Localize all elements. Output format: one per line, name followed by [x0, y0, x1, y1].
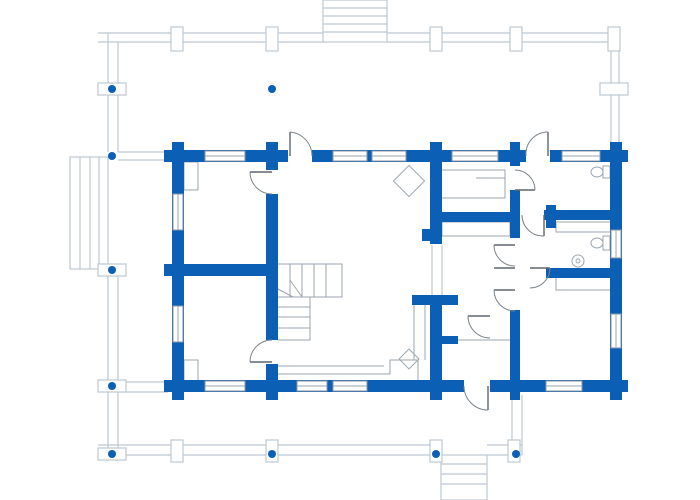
post-dot: [268, 85, 276, 93]
bottom-entrance-stairs: [440, 454, 488, 500]
top-entrance-stairs: [322, 0, 388, 43]
toilet-icon: [590, 237, 604, 249]
side-stairs: [69, 156, 109, 270]
post-dot: [108, 266, 116, 274]
sink-icon: [571, 254, 585, 268]
kitchen-sink-icon: [398, 348, 420, 370]
posts: [108, 85, 520, 458]
post-dot: [108, 85, 116, 93]
post-dot: [512, 450, 520, 458]
walls: [164, 142, 628, 400]
terrace: [69, 0, 629, 500]
post-dot: [108, 450, 116, 458]
post-dot: [432, 450, 440, 458]
post-dot: [108, 152, 116, 160]
post-dot: [268, 450, 276, 458]
post-dot: [108, 382, 116, 390]
toilet-icon: [590, 166, 604, 178]
doors: [249, 131, 551, 411]
stairs: [275, 263, 343, 341]
windows: [172, 150, 622, 392]
